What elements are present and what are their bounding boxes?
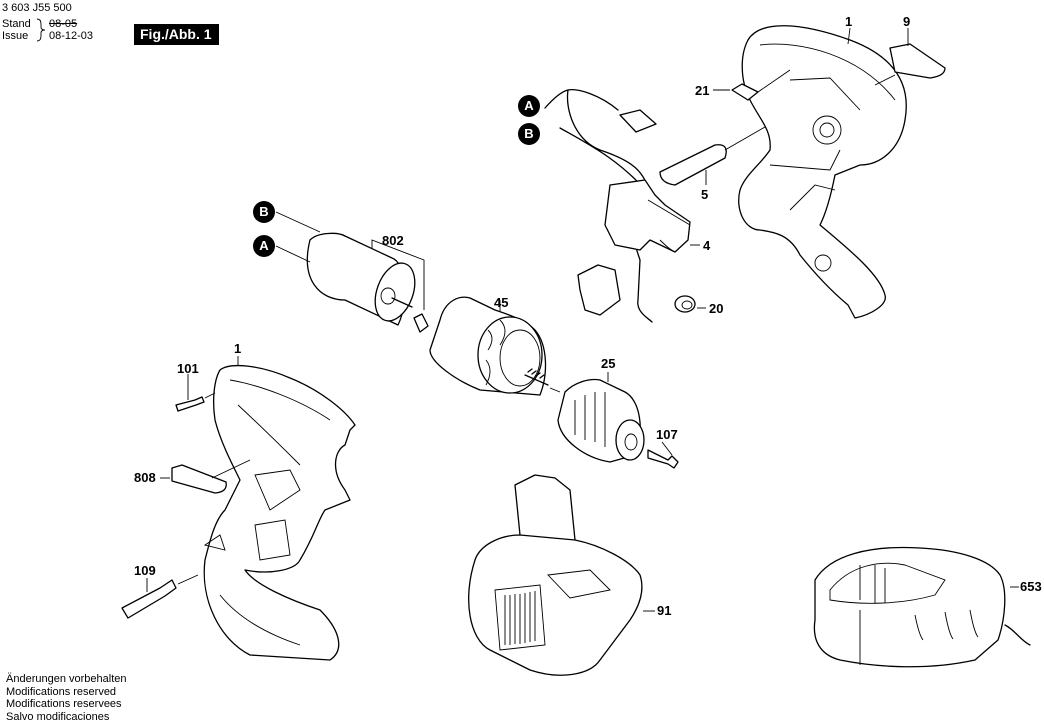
part-label-9: 9 [903,15,910,29]
label-plate-right-shape [890,44,945,78]
connector-a-top: A [518,95,540,117]
gear-box-shape [430,297,545,395]
screwdriver-bit-shape [122,580,176,618]
connector-b-top: B [518,123,540,145]
part-label-1-left: 1 [234,342,241,356]
on-off-switch-shape [605,180,690,252]
part-label-25: 25 [601,357,615,371]
housing-right-shape [739,26,907,318]
keyless-chuck-shape [558,380,644,463]
cover-plate-shape [660,145,726,185]
part-label-1-right: 1 [845,15,852,29]
dc-motor-shape [307,233,422,326]
connector-a-motor: A [253,235,275,257]
label-plate-left-shape [172,465,226,493]
part-label-21: 21 [695,84,709,98]
battery-charger-shape [814,547,1030,666]
countersunk-screw-shape [648,450,678,468]
part-label-808: 808 [134,471,156,485]
part-label-20: 20 [709,302,723,316]
part-label-91: 91 [657,604,671,618]
connector-b-motor: B [253,201,275,223]
part-label-109: 109 [134,564,156,578]
pinion-gear [414,314,428,332]
tapping-screw-shape [176,397,204,411]
connector-block [578,265,620,315]
part-label-4: 4 [703,239,710,253]
pcb-board [620,110,656,132]
battery-pack-shape [469,475,642,675]
housing-left-shape [204,366,355,660]
part-label-107: 107 [656,428,678,442]
header-brace [37,19,45,41]
part-label-101: 101 [177,362,199,376]
part-label-653: 653 [1020,580,1042,594]
part-label-802: 802 [382,234,404,248]
part-label-45: 45 [494,296,508,310]
part-label-5: 5 [701,188,708,202]
